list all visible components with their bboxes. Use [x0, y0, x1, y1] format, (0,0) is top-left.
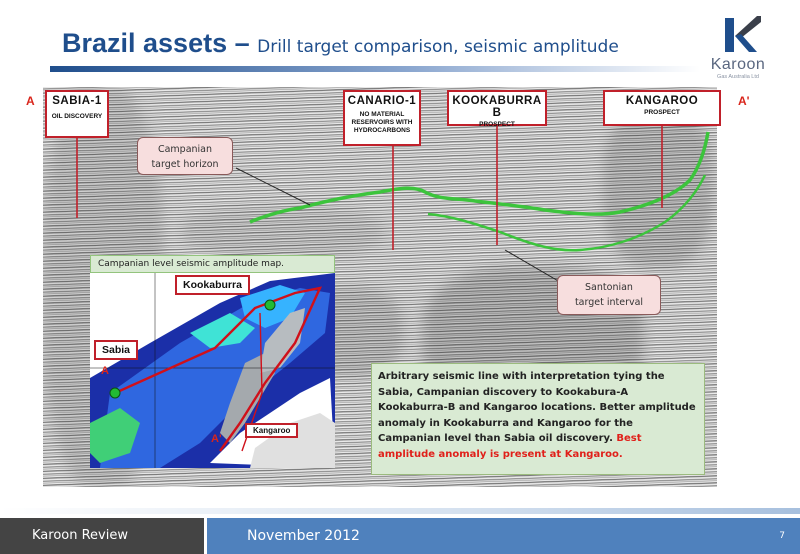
- amplitude-map-image: [90, 273, 335, 468]
- well-status: PROSPECT: [644, 109, 680, 116]
- amplitude-map-graphic: [90, 273, 335, 468]
- map-label-sabia: Sabia: [94, 340, 139, 360]
- map-point-a: A: [101, 365, 109, 377]
- karoon-k-icon: [725, 16, 761, 52]
- well-status: OIL DISCOVERY: [51, 113, 103, 120]
- well-label-canario: CANARIO-1 NO MATERIAL RESERVOIRS WITH HY…: [343, 90, 421, 146]
- slide-title: Brazil assets – Drill target comparison,…: [62, 28, 619, 59]
- note-text: Arbitrary seismic line with interpretati…: [378, 371, 696, 444]
- footer-left-label: Karoon Review: [0, 518, 204, 554]
- amplitude-map-inset: Campanian level seismic amplitude map. K…: [90, 255, 335, 468]
- well-name: CANARIO-1: [347, 95, 417, 107]
- santonian-callout-text: Santonian target interval: [574, 282, 644, 308]
- slide-title-sub: Drill target comparison, seismic amplitu…: [257, 37, 619, 57]
- well-label-sabia: SABIA-1 OIL DISCOVERY: [45, 90, 109, 138]
- section-label-a: A: [26, 94, 35, 108]
- sabia-well-dot: [109, 387, 121, 399]
- map-label-kookaburra: Kookaburra: [175, 275, 250, 295]
- campanian-callout-text: Campanian target horizon: [151, 144, 219, 170]
- section-label-a-prime: A': [738, 94, 750, 108]
- logo-subtitle: Gas Australia Ltd: [717, 74, 759, 80]
- well-label-kookaburra-b: KOOKABURRA B PROSPECT: [447, 90, 547, 128]
- slide-title-main: Brazil assets –: [62, 28, 258, 58]
- karoon-logo: Karoon Gas Australia Ltd: [703, 14, 773, 82]
- section-trace-line: [114, 286, 323, 452]
- footer-date: November 2012: [247, 528, 360, 544]
- well-status: PROSPECT: [479, 121, 515, 128]
- well-name: KANGAROO: [625, 95, 699, 107]
- well-name: SABIA-1: [52, 95, 102, 107]
- logo-name: Karoon: [710, 56, 766, 73]
- footer-bar: November 2012 7: [207, 518, 800, 554]
- note-highlight: Best amplitude anomaly is present at Kan…: [378, 433, 642, 460]
- footer-accent-strip: [0, 508, 800, 514]
- well-name: KOOKABURRA B: [452, 95, 542, 119]
- kookaburra-well-dot: [264, 299, 276, 311]
- santonian-callout: Santonian target interval: [557, 275, 661, 315]
- well-status: NO MATERIAL RESERVOIRS WITH HYDROCARBONS: [351, 111, 413, 134]
- interpretation-note: Arbitrary seismic line with interpretati…: [371, 363, 705, 475]
- map-label-kangaroo: Kangaroo: [245, 423, 299, 438]
- well-label-kangaroo: KANGAROO PROSPECT: [603, 90, 721, 126]
- amplitude-map-title: Campanian level seismic amplitude map.: [90, 255, 335, 273]
- page-number: 7: [779, 531, 785, 541]
- campanian-callout: Campanian target horizon: [137, 137, 233, 175]
- map-point-a-prime: A': [211, 433, 222, 445]
- title-underline: [50, 66, 700, 72]
